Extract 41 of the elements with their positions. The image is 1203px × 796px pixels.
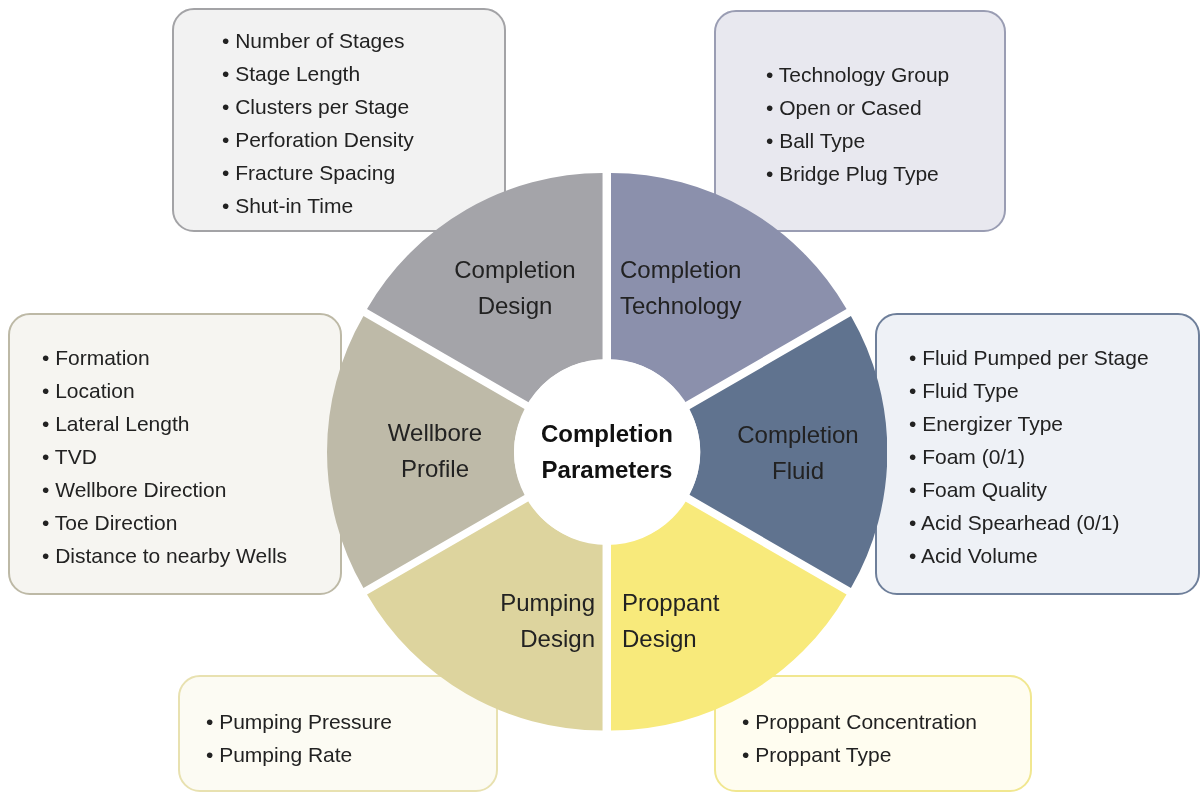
list-item: • Foam (0/1) <box>909 444 1026 470</box>
list-item: • Proppant Type <box>742 742 893 768</box>
list-item: • TVD <box>42 444 98 470</box>
bullet-list-card <box>714 675 1032 792</box>
segment-label: Wellbore Profile <box>386 418 484 484</box>
list-item: • Perforation Density <box>222 127 415 153</box>
list-item: • Lateral Length <box>42 411 191 437</box>
list-item: • Fluid Type <box>909 378 1020 404</box>
segment-label: Proppant Design <box>622 588 721 654</box>
segment-label: Completion Design <box>453 255 577 321</box>
list-item: • Toe Direction <box>42 510 179 536</box>
list-item: • Energizer Type <box>909 411 1065 437</box>
bullet-list-card <box>875 313 1200 595</box>
list-item: • Fluid Pumped per Stage <box>909 345 1150 371</box>
list-item: • Open or Cased <box>766 95 923 121</box>
list-item: • Number of Stages <box>222 28 406 54</box>
list-item: • Proppant Concentration <box>742 709 978 735</box>
list-item: • Pumping Rate <box>206 742 354 768</box>
list-item: • Technology Group <box>766 62 951 88</box>
list-item: • Wellbore Direction <box>42 477 228 503</box>
list-item: • Acid Spearhead (0/1) <box>909 510 1121 536</box>
list-item: • Distance to nearby Wells <box>42 543 289 569</box>
list-item: • Acid Volume <box>909 543 1039 569</box>
list-item: • Shut-in Time <box>222 193 355 219</box>
list-item: • Pumping Pressure <box>206 709 393 735</box>
bullet-list-card <box>178 675 498 792</box>
list-item: • Location <box>42 378 136 404</box>
list-item: • Stage Length <box>222 61 362 87</box>
bullet-list-card <box>8 313 342 595</box>
list-item: • Bridge Plug Type <box>766 161 940 187</box>
segment-label: Completion Technology <box>620 255 743 321</box>
list-item: • Formation <box>42 345 151 371</box>
segment-label: Pumping Design <box>499 588 595 654</box>
center-title: Completion Parameters <box>540 419 674 485</box>
bullet-list-card <box>172 8 506 232</box>
segment-label: Completion Fluid <box>736 420 860 486</box>
list-item: • Ball Type <box>766 128 867 154</box>
bullet-list-card <box>714 10 1006 232</box>
list-item: • Fracture Spacing <box>222 160 397 186</box>
list-item: • Foam Quality <box>909 477 1049 503</box>
list-item: • Clusters per Stage <box>222 94 411 120</box>
